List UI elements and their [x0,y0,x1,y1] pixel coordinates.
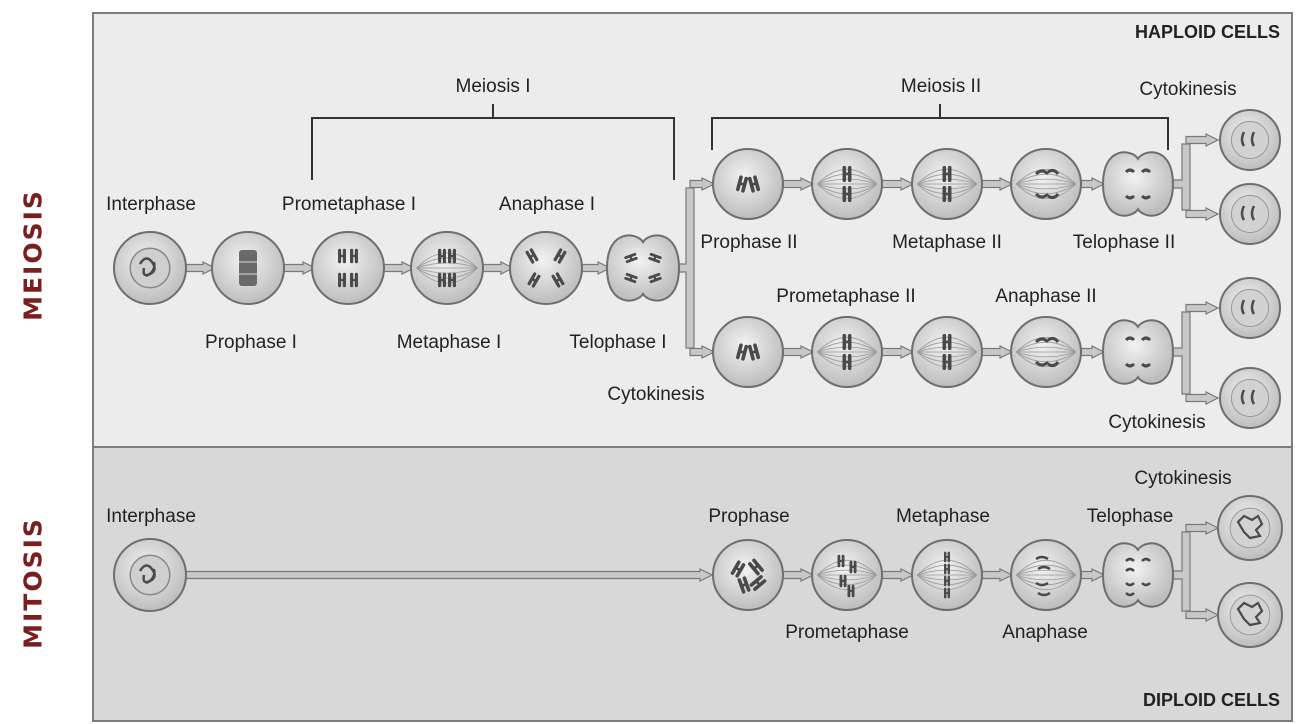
mitosis-arrow-3 [980,568,1014,582]
meiosis-2-bottom-arrow-2 [880,345,915,359]
meiosis-bottom-telophase-2-cell [1101,319,1175,385]
meiosis-prometaphase-1-cell [311,231,385,305]
metaphase-1-label: Metaphase I [397,332,502,353]
bottom-cytokinesis-fork-bottom [1185,391,1220,405]
prometaphase-1-label: Prometaphase I [282,194,416,215]
meiosis-arrow-2 [280,261,317,275]
haploid-daughter-cell-3 [1219,277,1281,339]
meiosis-2-top-arrow-2 [880,177,915,191]
haploid-cells-label: HAPLOID CELLS [1135,22,1280,42]
meiosis-arrow-5 [578,261,612,275]
haploid-daughter-cell-4 [1219,367,1281,429]
cells-layer [113,109,1283,648]
mitosis-arrow-4 [1079,568,1106,582]
prometaphase-2-label: Prometaphase II [776,286,915,307]
meiosis-telophase-1-cell [605,234,681,302]
prophase-1-label: Prophase I [205,332,297,353]
meiosis-arrow-3 [380,261,416,275]
anaphase-2-label: Anaphase II [995,286,1096,307]
meiosis-2-top-arrow-4 [1079,177,1106,191]
mitosis-metaphase-label: Metaphase [896,506,990,527]
diploid-cells-label: DIPLOID CELLS [1143,690,1280,710]
meiosis-2-bracket [711,104,1169,150]
telophase-2-label: Telophase II [1073,232,1175,253]
meiosis-2-bottom-arrow-1 [781,345,815,359]
mitosis-telophase-label: Telophase [1087,506,1174,527]
mitosis-cytokinesis-fork-bottom [1185,608,1220,622]
meiosis-1-bracket [311,104,675,180]
mitosis-panel [92,446,1293,722]
mitosis-interphase-cell [113,538,187,612]
meiosis-top-prometaphase-2-cell [811,148,883,220]
meiosis-anaphase-1-cell [509,231,583,305]
meiosis-prophase-1-cell [211,231,285,305]
arrows-layer [182,104,1220,622]
meiosis-top-telophase-2-cell [1101,151,1175,217]
metaphase-2-label: Metaphase II [892,232,1002,253]
meiosis-arrow-1 [182,261,217,275]
meiosis-interphase-label: Interphase [106,194,196,215]
top-cytokinesis-fork-top [1185,133,1220,147]
meiosis-bottom-prophase-2-cell [712,316,784,388]
telophase-1-fork-top [689,177,716,191]
meiosis-metaphase-1-cell [410,231,484,305]
haploid-daughter-cell-2 [1219,183,1281,245]
mitosis-arrow-2 [880,568,915,582]
meiosis-2-top-arrow-3 [980,177,1014,191]
mitosis-cytokinesis-label: Cytokinesis [1134,468,1231,489]
meiosis-top-prophase-2-cell [712,148,784,220]
haploid-daughter-cell-1 [1219,109,1281,171]
meiosis-bottom-anaphase-2-cell [1010,316,1082,388]
mitosis-metaphase-cell [911,539,983,611]
mitosis-interphase-label: Interphase [106,506,196,527]
cytokinesis-bottom-label: Cytokinesis [1108,412,1205,433]
mitosis-long-arrow [185,568,714,582]
telophase-1-fork-bottom [689,345,716,359]
mitosis-cytokinesis-fork-top [1185,521,1220,535]
prophase-2-label: Prophase II [700,232,797,253]
meiosis-top-anaphase-2-cell [1010,148,1082,220]
diploid-daughter-cell-2 [1217,582,1283,648]
mitosis-prometaphase-label: Prometaphase [785,622,909,643]
meiosis-bottom-metaphase-2-cell [911,316,983,388]
meiosis-2-label: Meiosis II [901,76,981,97]
cytokinesis-1-label: Cytokinesis [607,384,704,405]
mitosis-arrow-1 [781,568,815,582]
meiosis-top-metaphase-2-cell [911,148,983,220]
meiosis-2-top-arrow-1 [781,177,815,191]
mitosis-prophase-cell [712,539,784,611]
mitosis-prometaphase-cell [811,539,883,611]
cytokinesis-top-label: Cytokinesis [1139,79,1236,100]
meiosis-2-bottom-arrow-3 [980,345,1014,359]
meiosis-arrow-4 [479,261,515,275]
bottom-cytokinesis-fork-top [1185,301,1220,315]
meiosis-2-bottom-arrow-4 [1079,345,1106,359]
mitosis-anaphase-cell [1010,539,1082,611]
anaphase-1-label: Anaphase I [499,194,595,215]
meiosis-interphase-cell [113,231,187,305]
telophase-1-label: Telophase I [569,332,666,353]
mitosis-anaphase-label: Anaphase [1002,622,1088,643]
top-cytokinesis-fork-bottom [1185,207,1220,221]
mitosis-prophase-label: Prophase [708,506,789,527]
meiosis-bottom-prometaphase-2-cell [811,316,883,388]
labels-layer: HAPLOID CELLS DIPLOID CELLS Meiosis I Meios… [106,22,1280,710]
diploid-daughter-cell-1 [1217,495,1283,561]
meiosis-1-label: Meiosis I [456,76,531,97]
mitosis-telophase-cell [1101,542,1175,608]
